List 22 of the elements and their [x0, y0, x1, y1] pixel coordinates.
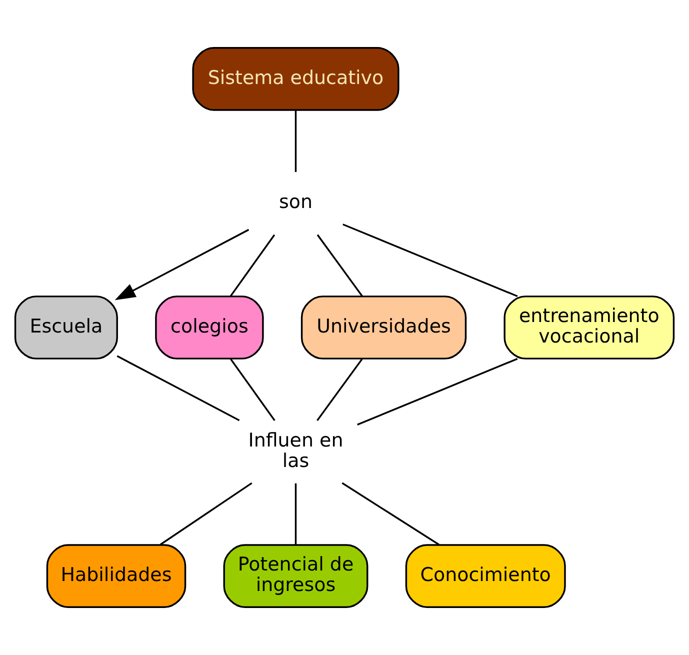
connector [342, 482, 440, 546]
connector [230, 358, 276, 422]
connector [357, 358, 518, 426]
connector [160, 482, 252, 546]
connector [316, 234, 363, 297]
connector [294, 483, 297, 545]
node-box: entrenamiento vocacional [504, 296, 675, 360]
connector [116, 355, 240, 422]
node-text: Influen en las [248, 429, 344, 472]
connector [294, 110, 297, 172]
arrow [114, 228, 250, 300]
node-box: Habilidades [46, 544, 186, 608]
connector [316, 358, 363, 422]
connector [230, 234, 276, 297]
node-text: son [278, 191, 312, 214]
node-box: Sistema educativo [192, 47, 400, 111]
node-box: Conocimiento [405, 544, 566, 608]
node-box: Escuela [14, 296, 118, 360]
node-box: Potencial de ingresos [223, 544, 368, 608]
node-box: Universidades [300, 296, 467, 360]
connector [342, 224, 518, 298]
node-box: colegios [155, 296, 264, 360]
